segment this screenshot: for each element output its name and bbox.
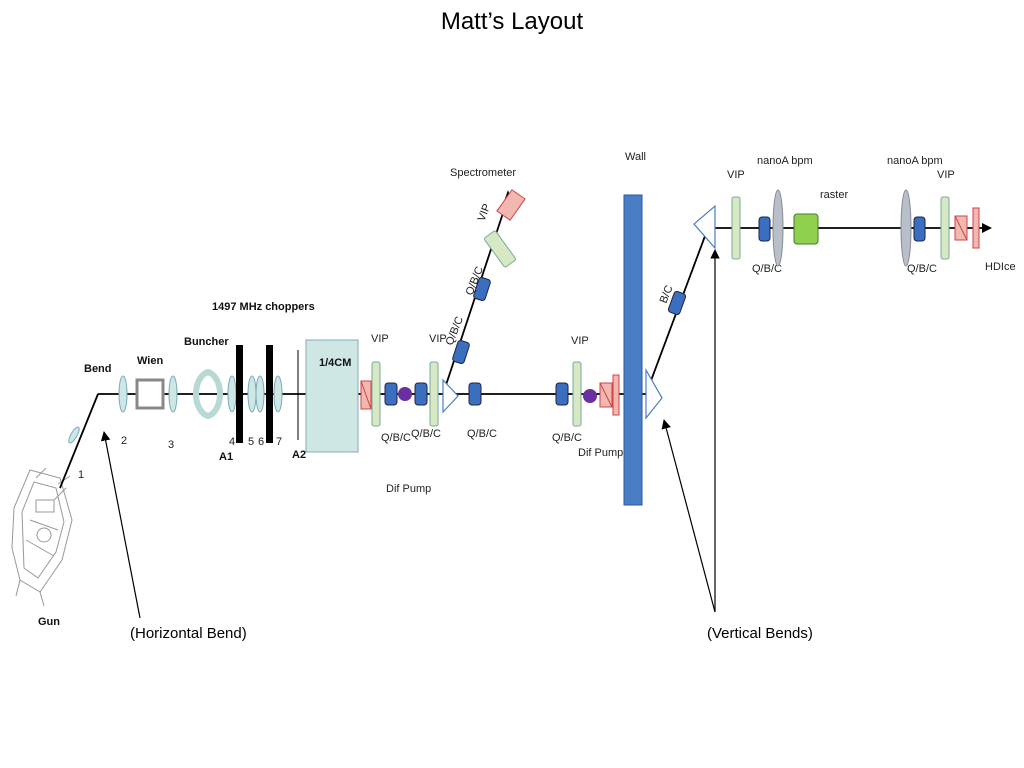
element-number-7: 7 xyxy=(276,436,282,448)
nanoa-bpm-label-1: nanoA bpm xyxy=(757,155,813,167)
electron-gun-drawing xyxy=(11,467,73,607)
dif-pump-label-2: Dif Pump xyxy=(578,447,623,459)
nanoa-bpm-label-2: nanoA bpm xyxy=(887,155,943,167)
element-number-5: 5 xyxy=(248,436,254,448)
quarter-cm-label: 1/4CM xyxy=(319,357,351,369)
qbc-label-4: Q/B/C xyxy=(552,432,582,444)
vip-5 xyxy=(940,196,950,260)
valve-3 xyxy=(612,374,620,416)
qbc-label-3: Q/B/C xyxy=(467,428,497,440)
qbc-magnet-2 xyxy=(414,382,428,406)
hdice-target xyxy=(972,207,980,249)
element-number-1: 1 xyxy=(78,469,84,481)
spectrometer-vip-label: VIP xyxy=(476,202,494,223)
vertical-bends-caption: (Vertical Bends) xyxy=(707,625,813,642)
wien-filter xyxy=(135,378,165,410)
quarter-cryomodule xyxy=(305,339,359,453)
vertical-bend-arrow-2 xyxy=(661,419,716,613)
qbc-magnet-5 xyxy=(758,216,771,242)
bend-label: Bend xyxy=(84,363,112,375)
horizontal-bend-caption: (Horizontal Bend) xyxy=(130,625,247,642)
spectrometer-qbc-1 xyxy=(452,339,470,365)
dif-pump-1 xyxy=(398,387,412,401)
spectrometer-label: Spectrometer xyxy=(450,167,516,179)
element-number-6: 6 xyxy=(258,436,264,448)
vip-4 xyxy=(731,196,741,260)
a2-label: A2 xyxy=(292,449,306,461)
wien-label: Wien xyxy=(137,355,163,367)
vip-5-label: VIP xyxy=(937,169,955,181)
vip-2 xyxy=(429,361,439,427)
valve-4-x xyxy=(954,215,968,241)
aperture-a1 xyxy=(236,345,243,443)
lens-3 xyxy=(168,375,178,413)
horizontal-bend-arrow xyxy=(100,431,141,619)
wall-label: Wall xyxy=(625,151,646,163)
spectrometer-vip xyxy=(484,230,516,268)
buncher-label: Buncher xyxy=(184,336,229,348)
bend-magnet xyxy=(68,426,80,444)
nanoa-bpm-1 xyxy=(772,189,784,267)
slide-title: Matt’s Layout xyxy=(440,8,584,35)
spectrometer-dipole xyxy=(442,378,459,414)
vip-4-label: VIP xyxy=(727,169,745,181)
element-number-3: 3 xyxy=(168,439,174,451)
gun-label: Gun xyxy=(38,616,60,628)
spectrometer-qbc-2 xyxy=(473,276,491,302)
qbc-label-2: Q/B/C xyxy=(411,428,441,440)
lens-4 xyxy=(227,375,237,413)
spectrometer-dump xyxy=(496,189,526,221)
valve-1-x xyxy=(360,380,372,410)
buncher-cavity-right xyxy=(205,369,223,419)
bc-magnet xyxy=(667,290,687,316)
raster-label: raster xyxy=(820,189,848,201)
nanoa-bpm-2 xyxy=(900,189,912,267)
vertical-bend-dipole-1 xyxy=(645,367,663,420)
qbc-label-1: Q/B/C xyxy=(381,432,411,444)
vip-3-label: VIP xyxy=(571,335,589,347)
hdice-arrowhead xyxy=(982,223,992,233)
element-number-2: 2 xyxy=(121,435,127,447)
vip-1 xyxy=(371,361,381,427)
vip-1-label: VIP xyxy=(371,333,389,345)
qbc-magnet-4 xyxy=(555,382,569,406)
hdice-label: HDIce xyxy=(985,261,1016,273)
vip-3 xyxy=(572,361,582,427)
lens-6 xyxy=(255,375,265,413)
vip-2-label: VIP xyxy=(429,333,447,345)
dif-pump-2 xyxy=(583,389,597,403)
qbc-label-6: Q/B/C xyxy=(907,263,937,275)
lens-5 xyxy=(247,375,257,413)
element-number-4: 4 xyxy=(229,436,235,448)
lens-7 xyxy=(273,375,283,413)
choppers-label: 1497 MHz choppers xyxy=(212,301,315,313)
raster-magnet xyxy=(793,213,819,245)
qbc-label-5: Q/B/C xyxy=(752,263,782,275)
qbc-magnet-6 xyxy=(913,216,926,242)
shield-wall xyxy=(623,194,643,506)
vertical-bend-dipole-2 xyxy=(693,204,716,250)
buncher-cavity xyxy=(193,369,211,419)
lens-2 xyxy=(118,375,128,413)
valve-2-x xyxy=(599,382,613,408)
dif-pump-label-1: Dif Pump xyxy=(386,483,431,495)
qbc-magnet-3 xyxy=(468,382,482,406)
chopper-slit xyxy=(266,345,273,443)
qbc-magnet-1 xyxy=(384,382,398,406)
a1-label: A1 xyxy=(219,451,233,463)
